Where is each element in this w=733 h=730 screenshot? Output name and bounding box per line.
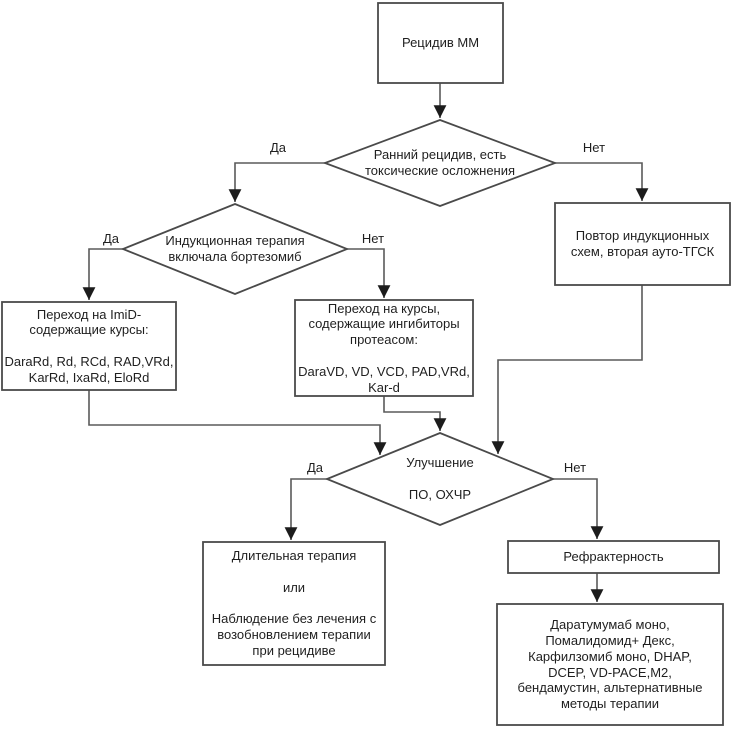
node-imid-line: Переход на ImiD- [36, 306, 142, 322]
relapse-box-shape [377, 2, 504, 84]
node-alternatives-line: DCEP, VD-PACE,M2, [548, 664, 672, 680]
node-relapse-label: Рецидив ММ [401, 35, 480, 51]
imid-courses-box-shape [1, 301, 177, 391]
node-alternatives: Даратумумаб моно, Помалидомид+ Декс, Кар… [497, 604, 723, 725]
node-improvement-line [350, 471, 530, 487]
node-imid-line: содержащие курсы: [29, 322, 149, 338]
node-relapse: Рецидив ММ [378, 3, 503, 83]
node-long-term-line: или [282, 579, 306, 595]
node-repeat-induction: Повтор индукционных схем, вторая ауто-ТГ… [555, 203, 730, 285]
node-long-term-line [203, 564, 385, 580]
proteasome-courses-box-shape [294, 299, 474, 397]
edge-early-yes-to-induction [228, 162, 325, 202]
edge-label-improvement-no: Нет [563, 460, 587, 475]
node-long-term: Длительная терапия или Наблюдение без ле… [203, 542, 385, 665]
node-alternatives-line: методы терапии [560, 696, 660, 712]
node-early-relapse: Ранний рецидив, есть токсические осложне… [340, 135, 540, 191]
edge-induction-yes-to-imid [82, 248, 123, 300]
node-proteasome-line [295, 348, 473, 364]
long-term-box-shape [202, 541, 386, 666]
node-refractory-label: Рефрактерность [563, 549, 664, 565]
node-long-term-line: возобновлением терапии [217, 627, 371, 643]
edge-label-early-yes: Да [269, 140, 287, 155]
edge-label-induction-yes: Да [102, 231, 120, 246]
edge-label-improvement-yes: Да [306, 460, 324, 475]
refractory-box-shape [507, 540, 720, 574]
node-repeat-line: Повтор индукционных [575, 228, 710, 244]
edge-improvement-no-to-refractory [553, 478, 604, 539]
node-proteasome-courses: Переход на курсы, содержащие ингибиторы … [295, 300, 473, 396]
node-proteasome-line: протеасом: [350, 332, 418, 348]
node-imid-courses: Переход на ImiD- содержащие курсы: DaraR… [2, 302, 176, 390]
node-imid-line: KarRd, IxaRd, EloRd [28, 369, 150, 385]
node-induction-line: включала бортезомиб [168, 249, 302, 264]
node-proteasome-line: содержащие ингибиторы [308, 316, 460, 332]
node-imid-line [2, 338, 176, 354]
node-proteasome-line: DaraVD, VD, VCD, PAD,VRd, [298, 363, 470, 379]
edge-induction-no-to-proteasome [347, 248, 391, 298]
improvement-diamond-shape [324, 432, 556, 526]
node-refractory: Рефрактерность [508, 541, 719, 573]
node-proteasome-line: Переход на курсы, [327, 300, 441, 316]
edge-proteasome-to-improvement [383, 396, 447, 431]
node-long-term-line: Наблюдение без лечения с [211, 611, 377, 627]
node-induction-line: Индукционная терапия [165, 233, 305, 249]
node-early-relapse-line: токсические осложнения [364, 163, 516, 178]
early-relapse-diamond-shape [322, 119, 558, 207]
node-alternatives-line: Даратумумаб моно, [550, 617, 670, 633]
node-improvement: Улучшение ПО, ОХЧР [350, 451, 530, 507]
node-early-relapse-line: Ранний рецидив, есть [373, 147, 507, 163]
node-repeat-line: схем, вторая ауто-ТГСК [570, 244, 715, 259]
edge-improvement-yes-to-long-term [284, 478, 327, 540]
node-proteasome-line: Kar-d [368, 379, 400, 395]
edge-label-induction-no: Нет [361, 231, 385, 246]
node-long-term-line: Длительная терапия [231, 548, 357, 564]
induction-bortezomib-diamond-shape [120, 203, 350, 295]
node-induction-bortezomib: Индукционная терапия включала бортезомиб [135, 221, 335, 277]
node-long-term-line: при рецидиве [252, 642, 336, 658]
edge-imid-to-improvement [88, 390, 387, 455]
edge-early-no-to-repeat-induction [555, 162, 649, 201]
node-alternatives-line: бендамустин, альтернативные [517, 680, 703, 696]
alternatives-box-shape [496, 603, 724, 726]
edge-repeat-to-improvement [491, 285, 643, 454]
node-long-term-line [203, 596, 385, 612]
node-imid-line: DaraRd, Rd, RCd, RAD,VRd, [4, 353, 174, 369]
node-improvement-line: Улучшение [406, 455, 474, 471]
node-alternatives-line: Помалидомид+ Декс, [545, 632, 675, 648]
node-alternatives-line: Карфилзомиб моно, DHAP, [528, 648, 692, 664]
node-improvement-line: ПО, ОХЧР [408, 486, 472, 502]
edge-label-early-no: Нет [582, 140, 606, 155]
repeat-induction-box-shape [554, 202, 731, 286]
